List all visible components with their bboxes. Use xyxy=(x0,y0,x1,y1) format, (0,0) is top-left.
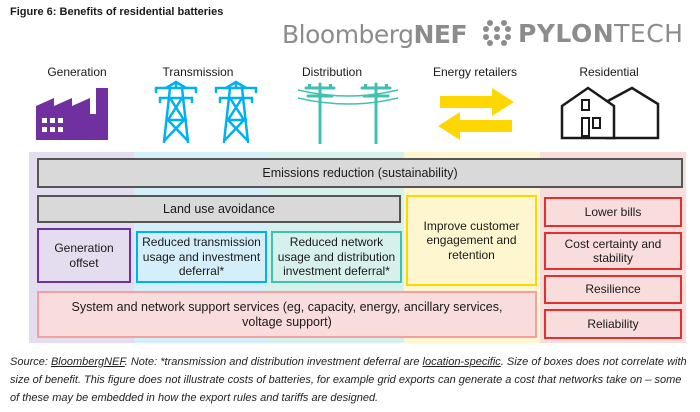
source-bnef-link: BloombergNEF xyxy=(50,356,125,368)
lower-bills-box: Lower bills xyxy=(544,197,682,227)
resilience-box: Resilience xyxy=(544,275,682,304)
pylontech-logo: PYLONTECH xyxy=(482,18,683,48)
generation-offset-box: Generation offset xyxy=(37,228,131,283)
transmission-tower-icon xyxy=(154,80,258,144)
bnef-logo-part1: Bloomberg xyxy=(282,20,414,49)
pylon-logo-part2: TECH xyxy=(614,18,684,48)
source-lead: Source: xyxy=(10,356,51,368)
column-label-transmission: Transmission xyxy=(162,65,234,79)
emissions-reduction-box: Emissions reduction (sustainability) xyxy=(37,158,683,188)
reliability-box: Reliability xyxy=(544,309,682,339)
reduced-network-box: Reduced network usage and distribution i… xyxy=(271,231,402,283)
factory-icon xyxy=(36,88,108,140)
bloombergnef-logo: BloombergNEF xyxy=(282,20,468,49)
column-label-distribution: Distribution xyxy=(301,65,363,79)
source-note-part1: . Note: *transmission and distribution i… xyxy=(124,356,423,368)
pylon-logo-part1: PYLON xyxy=(518,18,615,48)
customer-engagement-box: Improve customer engagement and retentio… xyxy=(406,195,537,286)
column-label-generation: Generation xyxy=(47,65,107,79)
houses-icon xyxy=(560,86,660,140)
source-note-part2: . Size of boxes does not correlate with … xyxy=(10,356,687,404)
land-use-avoidance-box: Land use avoidance xyxy=(37,195,401,223)
reduced-transmission-box: Reduced transmission usage and investmen… xyxy=(136,231,267,283)
source-location-specific: location-specific xyxy=(422,356,501,368)
cost-certainty-box: Cost certainty and stability xyxy=(544,232,682,270)
column-label-residential: Residential xyxy=(579,65,639,79)
system-support-box: System and network support services (eg,… xyxy=(37,291,537,338)
column-label-energy-retailers: Energy retailers xyxy=(432,65,518,79)
figure-title: Figure 6: Benefits of residential batter… xyxy=(10,6,224,18)
pylontech-mark-icon xyxy=(483,20,511,46)
source-note: Source: BloombergNEF. Note: *transmissio… xyxy=(10,353,690,407)
distribution-pole-icon xyxy=(298,82,398,144)
bnef-logo-part2: NEF xyxy=(413,20,468,49)
exchange-arrows-icon xyxy=(438,88,514,140)
